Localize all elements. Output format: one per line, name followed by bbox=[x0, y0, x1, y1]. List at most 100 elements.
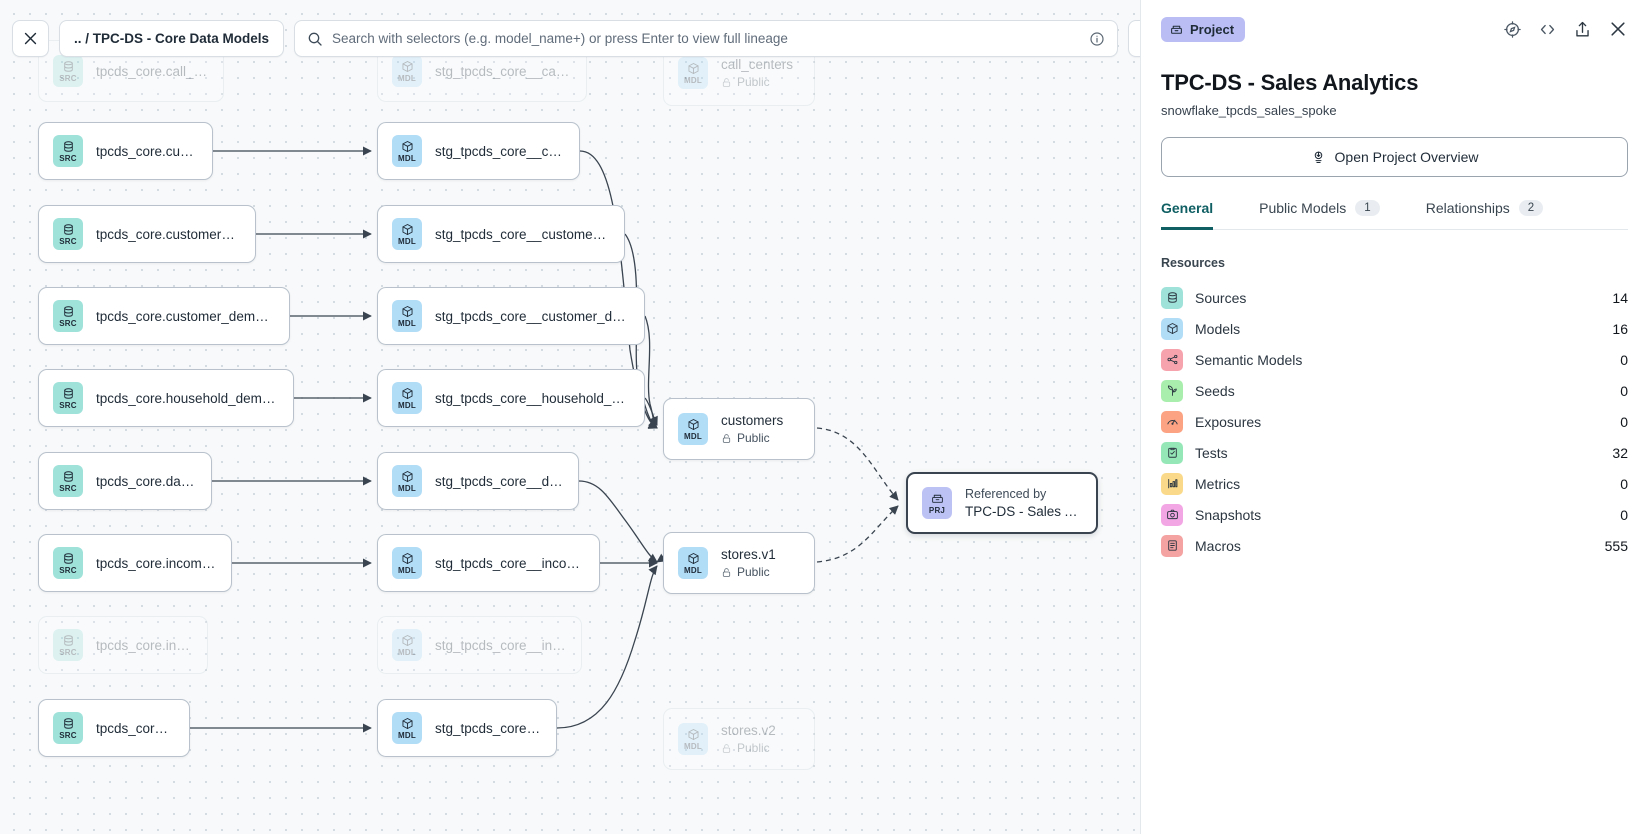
resource-name: Macros bbox=[1195, 537, 1241, 554]
lineage-node[interactable]: MDL stg_tpcds_core__inventory bbox=[377, 616, 582, 674]
node-label: stg_tpcds_core__inventory bbox=[435, 637, 567, 653]
cube-icon bbox=[401, 223, 414, 236]
badge-code: MDL bbox=[684, 565, 702, 575]
refresh-button[interactable] bbox=[1128, 20, 1140, 57]
visibility-label: Public bbox=[737, 431, 770, 445]
cube-icon bbox=[1161, 317, 1183, 340]
node-label: tpcds_core.customer_address bbox=[96, 226, 241, 242]
resource-name: Metrics bbox=[1195, 475, 1241, 492]
src-badge: SRC bbox=[53, 218, 83, 250]
breadcrumb[interactable]: .. / TPC-DS - Core Data Models bbox=[59, 20, 285, 57]
badge-code: MDL bbox=[684, 75, 702, 85]
node-label: call_centers bbox=[721, 57, 794, 72]
mdl-badge: MDL bbox=[392, 465, 422, 497]
lineage-node[interactable]: MDLstg_tpcds_core__household_demogr… bbox=[377, 369, 645, 427]
node-label: customers bbox=[721, 413, 784, 428]
badge-code: SRC bbox=[59, 730, 77, 740]
share-icon[interactable] bbox=[1573, 20, 1592, 39]
cube-icon bbox=[401, 140, 414, 153]
node-body: stg_tpcds_core__date_dim bbox=[435, 474, 564, 489]
search-bar[interactable] bbox=[294, 20, 1119, 57]
mdl-badge: MDL bbox=[392, 135, 422, 167]
lineage-node[interactable]: SRC tpcds_core.customer_address bbox=[38, 205, 256, 263]
resource-type-chip[interactable]: Project bbox=[1161, 16, 1246, 42]
node-body: stg_tpcds_core__customer_demogra… bbox=[435, 309, 630, 324]
search-input[interactable] bbox=[332, 31, 1081, 46]
node-label: stores.v2 bbox=[721, 723, 776, 738]
lineage-node[interactable]: MDL stg_tpcds_core__date_dim bbox=[377, 452, 579, 510]
node-body: tpcds_core.customer bbox=[96, 144, 198, 159]
node-body: tpcds_core.date_dim bbox=[96, 474, 197, 489]
page-title: TPC-DS - Sales Analytics bbox=[1161, 70, 1419, 95]
cube-icon bbox=[401, 305, 414, 318]
mdl-badge: MDL bbox=[392, 629, 422, 661]
seed-icon bbox=[1161, 379, 1183, 402]
code-icon[interactable] bbox=[1538, 20, 1557, 39]
visibility-label: Public bbox=[737, 741, 770, 755]
macro-icon bbox=[1161, 534, 1183, 557]
project-icon bbox=[1170, 23, 1183, 36]
mdl-badge: MDL bbox=[678, 57, 708, 89]
panel-header: Project bbox=[1161, 14, 1628, 44]
src-badge: SRC bbox=[53, 547, 83, 579]
visibility-label: Public bbox=[737, 75, 770, 89]
mdl-badge: MDL bbox=[678, 413, 708, 445]
lineage-canvas[interactable]: .. / TPC-DS - Core Data Models bbox=[0, 0, 1140, 834]
open-project-overview-button[interactable]: Open Project Overview bbox=[1161, 137, 1628, 177]
refresh-icon bbox=[1138, 30, 1140, 47]
close-lineage-button[interactable] bbox=[12, 20, 49, 57]
resource-name: Snapshots bbox=[1195, 506, 1262, 523]
node-label: stg_tpcds_core__household_demogr… bbox=[435, 390, 630, 406]
clipboard-icon bbox=[1161, 441, 1183, 464]
node-label: tpcds_core.customer bbox=[96, 143, 198, 159]
focus-icon[interactable] bbox=[1503, 20, 1522, 39]
lineage-node[interactable]: MDLstg_tpcds_core__customer_demogra… bbox=[377, 287, 645, 345]
badge-code: MDL bbox=[398, 483, 416, 493]
node-label: tpcds_core.customer_demographics bbox=[96, 308, 275, 324]
lineage-node[interactable]: MDL stg_tpcds_core__customer bbox=[377, 122, 580, 180]
node-body: tpcds_core.customer_demographics bbox=[96, 309, 275, 324]
node-label: stores.v1 bbox=[721, 547, 776, 562]
node-label: stg_tpcds_core__date_dim bbox=[435, 473, 564, 489]
info-icon[interactable] bbox=[1089, 31, 1105, 47]
badge-code: MDL bbox=[398, 647, 416, 657]
node-body: tpcds_core.call_center bbox=[96, 64, 209, 79]
node-body: stg_tpcds_core__customer bbox=[435, 144, 565, 159]
database-icon bbox=[62, 305, 75, 318]
visibility-label: Public bbox=[737, 565, 770, 579]
tab-general[interactable]: General bbox=[1161, 200, 1214, 230]
cube-icon bbox=[687, 418, 700, 431]
resource-count: 32 bbox=[1612, 444, 1628, 461]
chip-label: Project bbox=[1190, 21, 1235, 37]
node-label: stg_tpcds_core__customer bbox=[435, 143, 565, 159]
close-panel-icon[interactable] bbox=[1608, 19, 1628, 39]
database-icon bbox=[62, 223, 75, 236]
